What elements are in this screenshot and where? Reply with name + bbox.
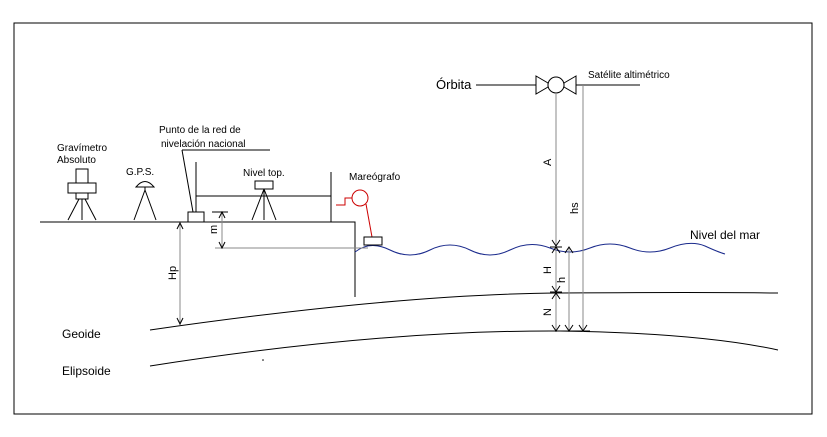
gps-label: G.P.S. bbox=[126, 167, 154, 178]
gravimetro-label-line2: Absoluto bbox=[57, 155, 96, 166]
gravimetro-label-line1: Gravímetro bbox=[57, 143, 107, 154]
stray-dot bbox=[262, 359, 264, 361]
nivel-mar-label: Nivel del mar bbox=[690, 228, 760, 242]
m-dimension bbox=[212, 210, 368, 250]
land-profile bbox=[40, 221, 356, 297]
punto-red-label-line2: nivelación nacional bbox=[161, 139, 246, 150]
geoide-label: Geoide bbox=[62, 327, 101, 341]
punto-red-label-line1: Punto de la red de bbox=[159, 125, 241, 136]
elipsoide-curve bbox=[149, 330, 779, 367]
dim-N-label: N bbox=[542, 308, 554, 316]
dim-H-label: H bbox=[542, 266, 554, 274]
nivel-top-label: Nivel top. bbox=[243, 168, 285, 179]
benchmark-symbol bbox=[181, 149, 332, 223]
dim-h-label: h bbox=[556, 277, 568, 283]
dim-m-label: m bbox=[208, 225, 220, 234]
satelite-label: Satélite altimétrico bbox=[588, 70, 670, 81]
tide-gauge-symbol bbox=[336, 189, 383, 246]
dimension-arrows bbox=[550, 239, 590, 332]
Hp-dimension bbox=[174, 221, 186, 326]
gravimeter-symbol bbox=[67, 168, 97, 221]
mareografo-label: Mareógrafo bbox=[349, 172, 401, 183]
sea-surface bbox=[354, 242, 726, 256]
dim-Hp-label: Hp bbox=[167, 266, 179, 280]
geoide-curve bbox=[149, 292, 779, 331]
level-instrument-symbol bbox=[251, 180, 277, 221]
dim-hs-label: hs bbox=[569, 202, 581, 214]
orbita-label: Órbita bbox=[436, 77, 472, 92]
diagram-frame bbox=[13, 22, 813, 415]
dim-A-label: A bbox=[542, 158, 554, 166]
elipsoide-label: Elipsoide bbox=[62, 364, 111, 378]
gps-symbol bbox=[133, 181, 157, 221]
